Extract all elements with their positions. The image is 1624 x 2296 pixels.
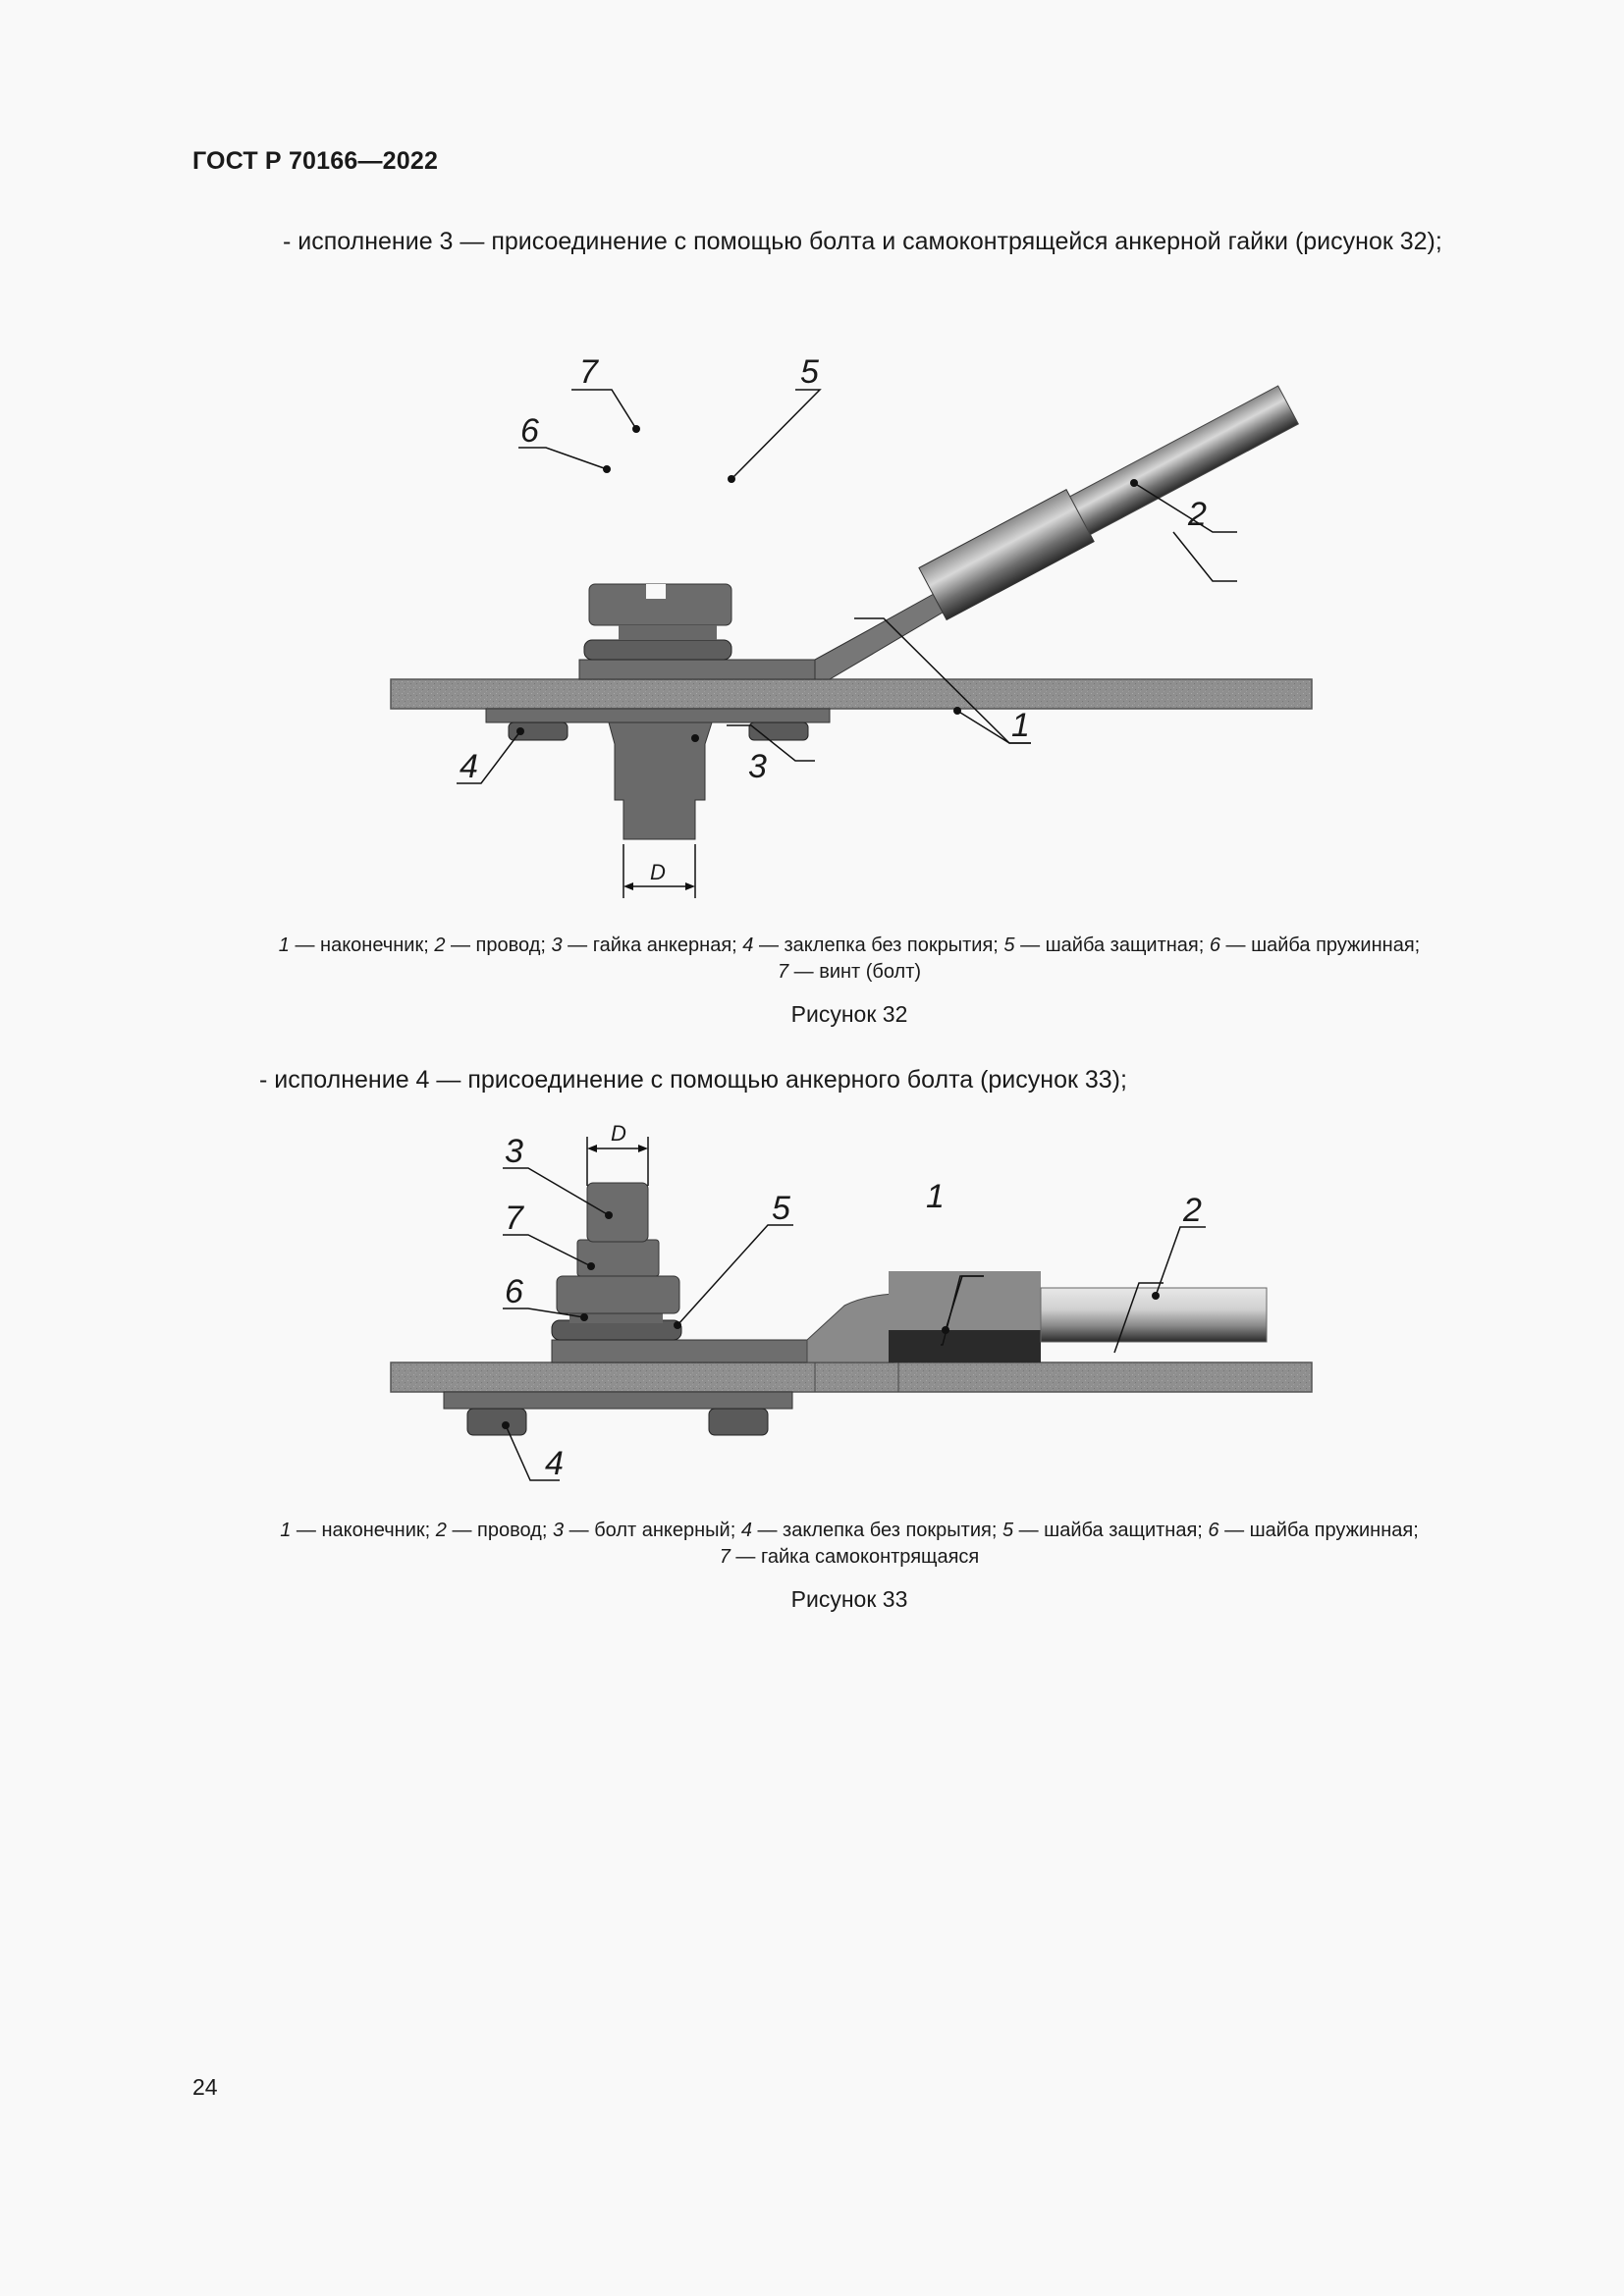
paragraph-execution-4: - исполнение 4 — присоединение с помощью… [192, 1062, 1506, 1098]
callout-5: 5 [800, 353, 819, 391]
callout-7: 7 [505, 1200, 524, 1237]
dimension-label-d: D [650, 860, 666, 884]
callout-4: 4 [545, 1445, 564, 1482]
document-header: ГОСТ Р 70166—2022 [192, 147, 439, 175]
figure-33-legend: 1 — наконечник; 2 — провод; 3 — болт анк… [280, 1520, 1419, 1568]
callout-1: 1 [926, 1178, 945, 1215]
callout-1: 1 [1011, 707, 1030, 744]
figure-33-diagram: D 3 7 6 5 1 2 4 [390, 1121, 1313, 1482]
paragraph-execution-3: - исполнение 3 — присоединение с помощью… [192, 224, 1506, 260]
callout-5: 5 [772, 1190, 790, 1227]
page-number: 24 [192, 2074, 218, 2100]
figure-33-caption: Рисунок 33 [790, 1586, 908, 1612]
callout-6: 6 [520, 412, 539, 450]
figure-32-diagram: D 7 6 5 1 2 4 3 [390, 353, 1313, 898]
dimension-label-d: D [611, 1121, 626, 1146]
callout-3: 3 [505, 1133, 523, 1170]
paragraph-text: - исполнение 3 — присоединение с помощью… [283, 228, 1442, 255]
figure-32-legend: 1 — наконечник; 2 — провод; 3 — гайка ан… [278, 934, 1421, 983]
figure-32-caption: Рисунок 32 [790, 1001, 908, 1027]
callout-2: 2 [1182, 1192, 1202, 1229]
callout-2: 2 [1187, 496, 1207, 533]
callout-3: 3 [748, 748, 767, 785]
callout-6: 6 [505, 1273, 523, 1310]
callout-4: 4 [460, 748, 478, 785]
paragraph-text: - исполнение 4 — присоединение с помощью… [259, 1066, 1127, 1094]
callout-7: 7 [579, 353, 599, 391]
